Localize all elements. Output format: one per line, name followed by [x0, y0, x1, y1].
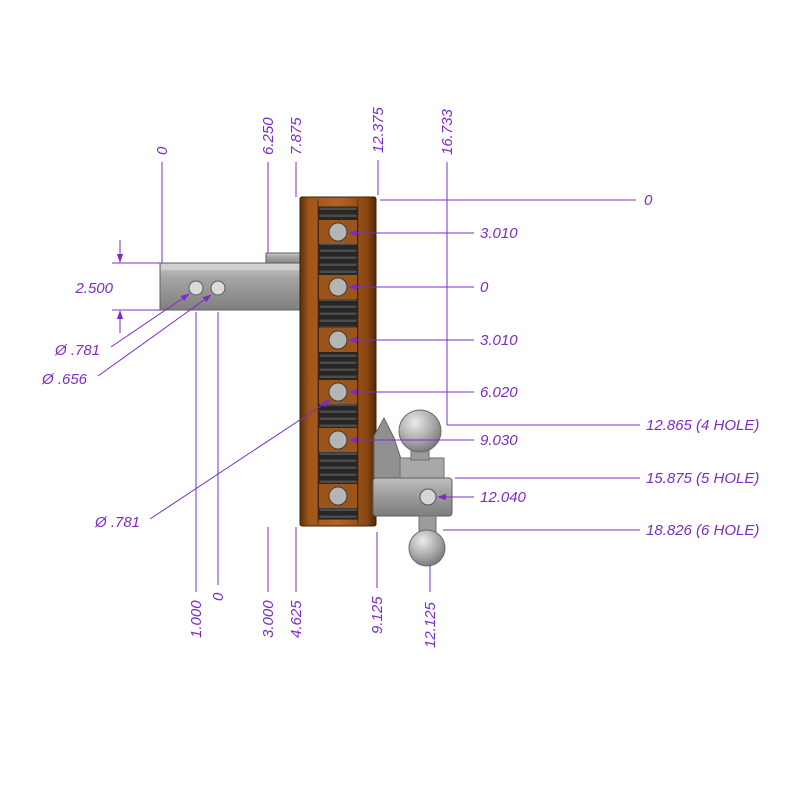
shank-hole-right [210, 280, 226, 296]
dimension-lines-bottom [195, 312, 431, 592]
dim-top-datum: 0 [154, 146, 171, 155]
dim-bottom-9125: 9.125 [369, 596, 386, 634]
dim-right-3010-a: 3.010 [480, 225, 518, 242]
dimension-labels-top: 0 6.250 7.875 12.375 16.733 [154, 106, 456, 155]
shank-top-highlight [161, 264, 301, 270]
dim-left-2500: 2.500 [74, 280, 113, 297]
dim-bottom-3000: 3.000 [260, 600, 277, 638]
dim-left-dia-781-bottom: Ø .781 [94, 514, 140, 531]
dim-bottom-4625: 4.625 [288, 600, 305, 638]
dim-top-12375: 12.375 [370, 106, 387, 153]
dim-right-datum-top: 0 [644, 192, 653, 209]
plate-hole [419, 488, 437, 506]
dimension-lines-left [97, 240, 331, 520]
shank-body [159, 262, 303, 311]
dim-bottom-1000: 1.000 [188, 600, 205, 638]
dim-bottom-datum: 0 [210, 592, 227, 601]
channel-hole-2 [328, 277, 348, 297]
ball-base [399, 457, 445, 479]
channel-hole-4 [328, 382, 348, 402]
channel-bar [299, 196, 377, 527]
shank [159, 252, 307, 311]
dimension-lines-top [161, 160, 448, 425]
dimension-lines-right [348, 199, 640, 531]
dim-right-12040: 12.040 [480, 489, 527, 506]
clamp-bracket [373, 416, 403, 479]
channel-rib-track [318, 206, 358, 520]
dim-bottom-12125: 12.125 [422, 601, 439, 648]
dim-top-6250: 6.250 [260, 117, 277, 155]
dim-top-7875: 7.875 [288, 117, 305, 155]
shank-hole-left [188, 280, 204, 296]
dim-right-3010-b: 3.010 [480, 332, 518, 349]
dimension-labels-right: 0 3.010 0 3.010 6.020 12.865 (4 HOLE) 9.… [480, 192, 759, 539]
bottom-hitch-ball [408, 529, 446, 567]
dim-left-dia-656: Ø .656 [41, 371, 88, 388]
channel-hole-1 [328, 222, 348, 242]
channel-hole-5 [328, 430, 348, 450]
dimension-labels-left: 2.500 Ø .781 Ø .656 Ø .781 [41, 280, 140, 531]
dim-left-dia-781-top: Ø .781 [54, 342, 100, 359]
channel-hole-6 [328, 486, 348, 506]
dimension-labels-bottom: 1.000 0 3.000 4.625 9.125 12.125 [188, 592, 439, 648]
dim-right-18826-6hole: 18.826 (6 HOLE) [646, 522, 759, 539]
dim-right-6020: 6.020 [480, 384, 518, 401]
top-hitch-ball [398, 409, 442, 453]
dim-top-16733: 16.733 [439, 108, 456, 155]
dim-right-datum-mid: 0 [480, 279, 489, 296]
dim-right-12865-4hole: 12.865 (4 HOLE) [646, 417, 759, 434]
ball-mount [372, 409, 453, 567]
channel-hole-3 [328, 330, 348, 350]
dim-right-15875-5hole: 15.875 (5 HOLE) [646, 470, 759, 487]
dim-right-9030: 9.030 [480, 432, 518, 449]
